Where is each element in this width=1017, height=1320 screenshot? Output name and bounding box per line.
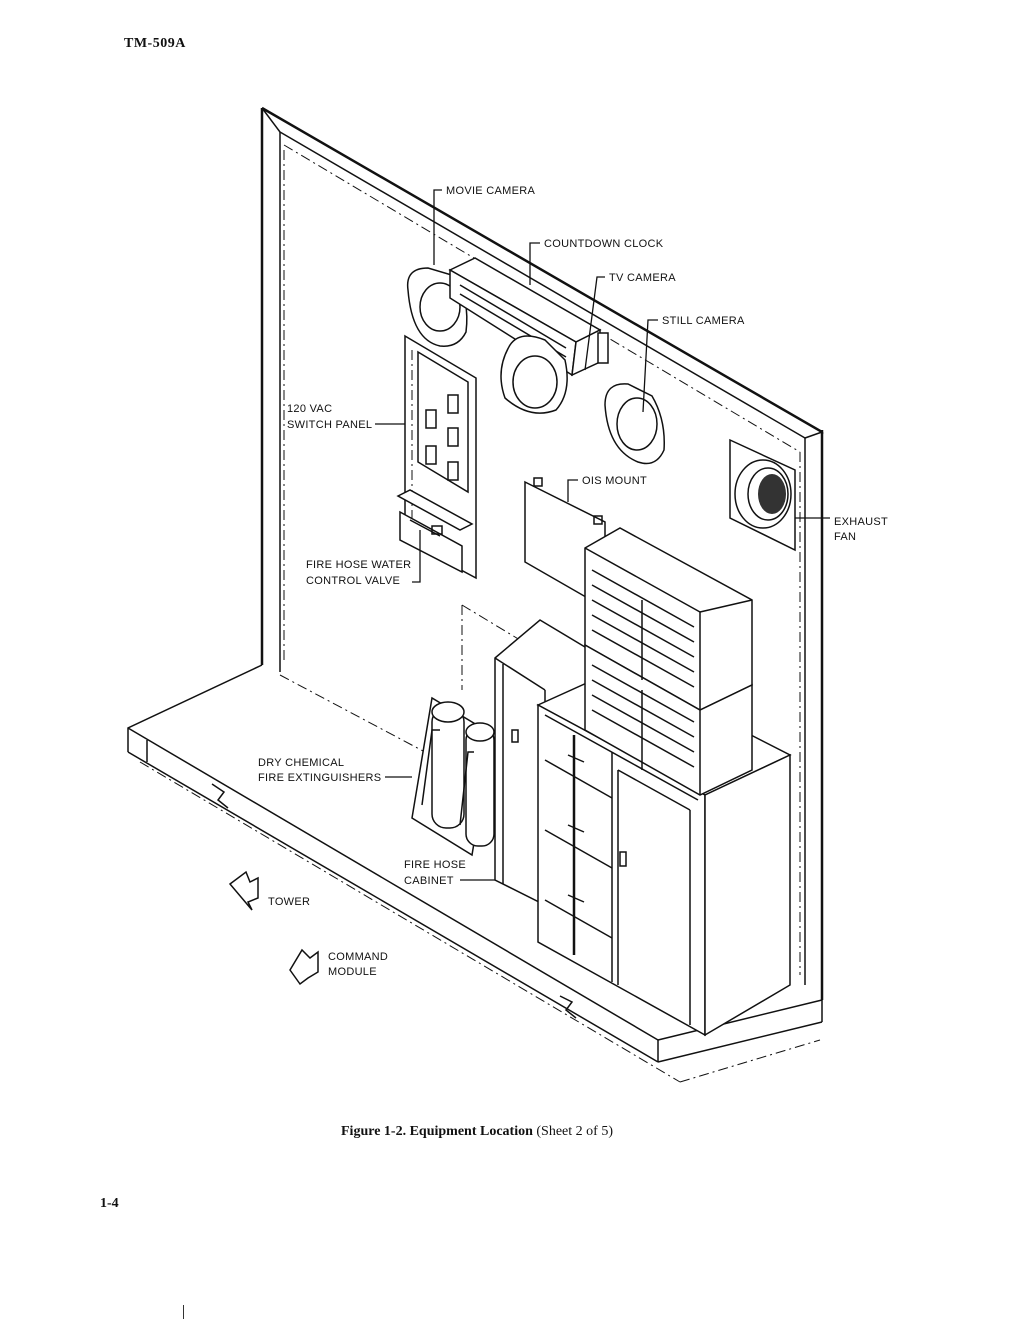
label-tower: TOWER bbox=[268, 896, 310, 908]
label-extinguishers-2: FIRE EXTINGUISHERS bbox=[258, 772, 381, 784]
document-id: TM-509A bbox=[124, 36, 186, 51]
fire-extinguishers bbox=[411, 696, 495, 857]
hidden-outline bbox=[461, 604, 521, 690]
floor-platform bbox=[127, 664, 823, 1083]
label-fire-hose-valve-2: CONTROL VALVE bbox=[306, 575, 400, 587]
figure-caption: Figure 1-2. Equipment Location (Sheet 2 … bbox=[341, 1124, 613, 1140]
still-camera bbox=[604, 383, 665, 465]
page-mark bbox=[183, 1305, 184, 1319]
drawer-units bbox=[584, 527, 753, 796]
leader-lines bbox=[375, 189, 830, 881]
page-number: 1-4 bbox=[100, 1196, 119, 1211]
label-switch-panel-2: SWITCH PANEL bbox=[287, 419, 372, 431]
label-movie-camera: MOVIE CAMERA bbox=[446, 185, 536, 197]
label-extinguishers-1: DRY CHEMICAL bbox=[258, 757, 344, 769]
exhaust-fan bbox=[729, 438, 796, 552]
label-fire-hose-cabinet-2: CABINET bbox=[404, 875, 454, 887]
label-command-module-2: MODULE bbox=[328, 966, 377, 978]
label-fire-hose-cabinet-1: FIRE HOSE bbox=[404, 859, 466, 871]
label-still-camera: STILL CAMERA bbox=[662, 315, 745, 327]
caption-sheet: (Sheet 2 of 5) bbox=[536, 1124, 613, 1139]
caption-figure-number: Figure 1-2. bbox=[341, 1124, 407, 1139]
fire-hose-valve bbox=[396, 489, 474, 574]
label-countdown-clock: COUNTDOWN CLOCK bbox=[544, 238, 664, 250]
command-module-arrow-icon bbox=[289, 948, 319, 986]
label-fire-hose-valve-1: FIRE HOSE WATER bbox=[306, 559, 411, 571]
label-tv-camera: TV CAMERA bbox=[609, 272, 676, 284]
label-exhaust-fan-2: FAN bbox=[834, 531, 856, 543]
label-ois-mount: OIS MOUNT bbox=[582, 475, 647, 487]
tv-camera bbox=[500, 335, 568, 414]
label-switch-panel-1: 120 VAC bbox=[287, 403, 332, 415]
label-exhaust-fan-1: EXHAUST bbox=[834, 516, 888, 528]
caption-title: Equipment Location bbox=[409, 1124, 533, 1139]
label-command-module-1: COMMAND bbox=[328, 951, 388, 963]
tower-arrow-icon bbox=[228, 870, 259, 911]
